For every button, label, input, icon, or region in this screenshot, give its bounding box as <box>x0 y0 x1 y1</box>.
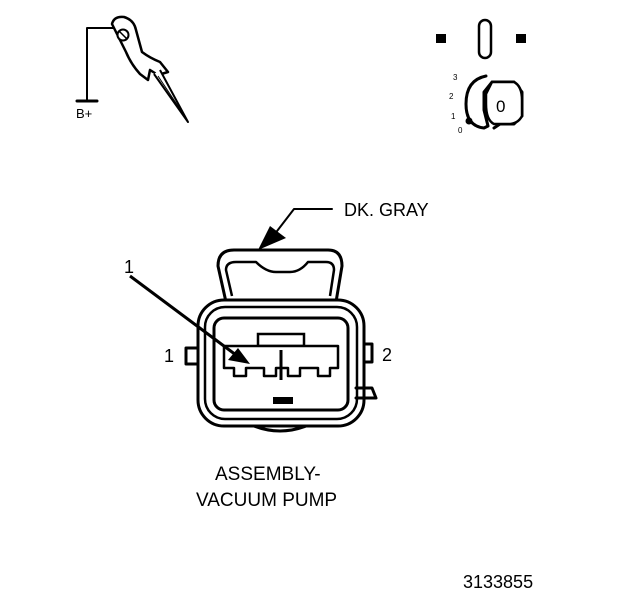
figure-id: 3133855 <box>463 572 533 592</box>
key-slot <box>477 18 493 60</box>
ignition-switch-icon <box>436 18 526 130</box>
ignition-position-0: 0 <box>458 126 463 135</box>
wire-color-label: DK. GRAY <box>344 200 429 220</box>
connector-body <box>184 248 378 433</box>
pin-2-label: 2 <box>382 345 392 365</box>
callout-number: 1 <box>124 257 134 277</box>
indicator-left <box>436 34 446 43</box>
indicator-right <box>516 34 526 43</box>
ignition-position-1: 1 <box>451 112 456 121</box>
pin-1-label: 1 <box>164 346 174 366</box>
key-position-dot <box>465 117 473 125</box>
component-name-line2: VACUUM PUMP <box>196 490 337 511</box>
ignition-key-label: 0 <box>496 97 505 116</box>
wire-callout <box>258 208 333 250</box>
ignition-position-2: 2 <box>449 92 454 101</box>
ignition-position-3: 3 <box>453 73 458 82</box>
pin-callout-arrow <box>129 274 250 364</box>
test-probe-icon <box>75 15 189 123</box>
probe-label: B+ <box>76 106 92 121</box>
component-name-line1: ASSEMBLY- <box>215 464 321 485</box>
